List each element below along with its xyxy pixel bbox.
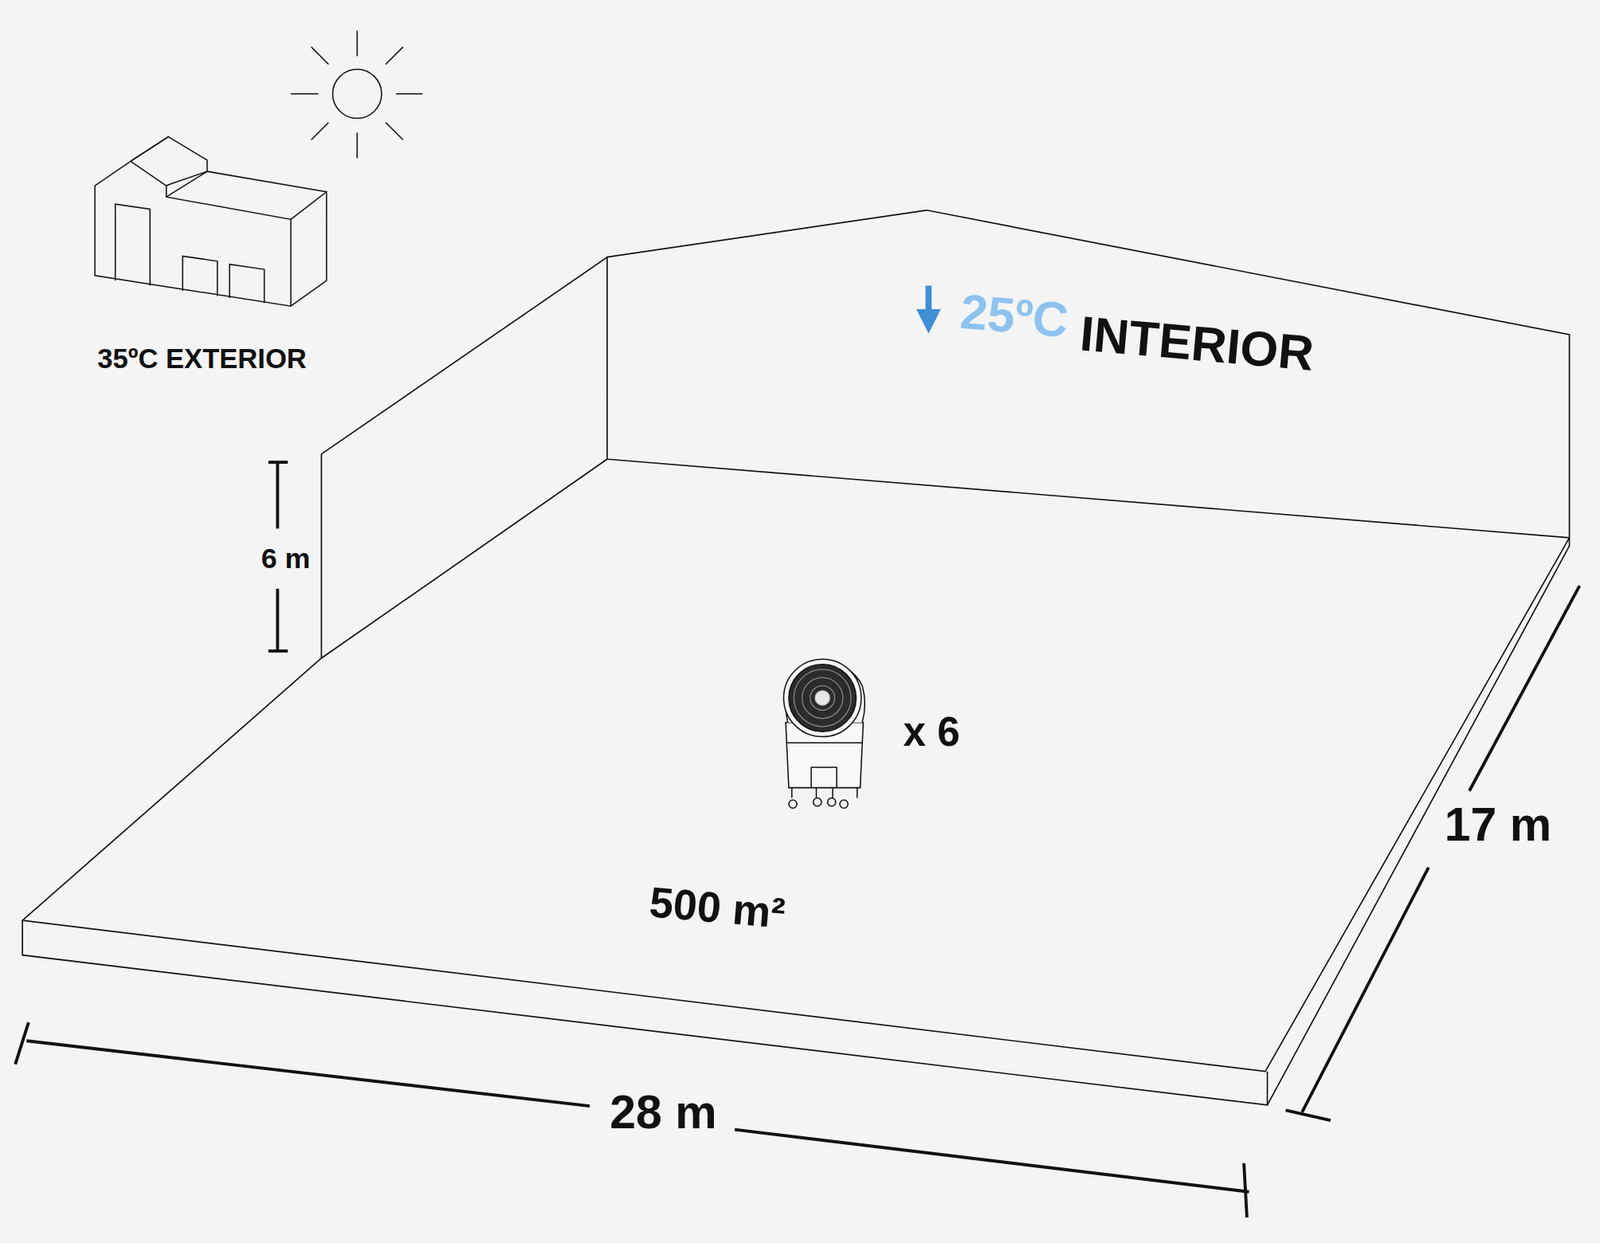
dimension-label: 28 m <box>609 1088 717 1136</box>
dimension-line <box>15 1022 1249 1218</box>
area-label: INTERIOR <box>1078 309 1316 379</box>
dimension-label: 6 m <box>261 545 311 574</box>
down-arrow <box>916 286 942 334</box>
temperature-label: 35ºC EXTERIOR <box>97 345 306 373</box>
house-icon <box>94 137 327 307</box>
cooler-icon <box>784 658 866 808</box>
sun-icon <box>290 30 423 158</box>
temperature-label: 25ºC <box>958 286 1071 346</box>
walls <box>321 210 1569 659</box>
quantity-label: x 6 <box>903 711 961 753</box>
dimension-label: 17 m <box>1444 800 1552 848</box>
floor-slab <box>22 537 1569 1106</box>
dimension-line <box>1286 585 1581 1121</box>
area-label: 500 m² <box>647 881 787 936</box>
